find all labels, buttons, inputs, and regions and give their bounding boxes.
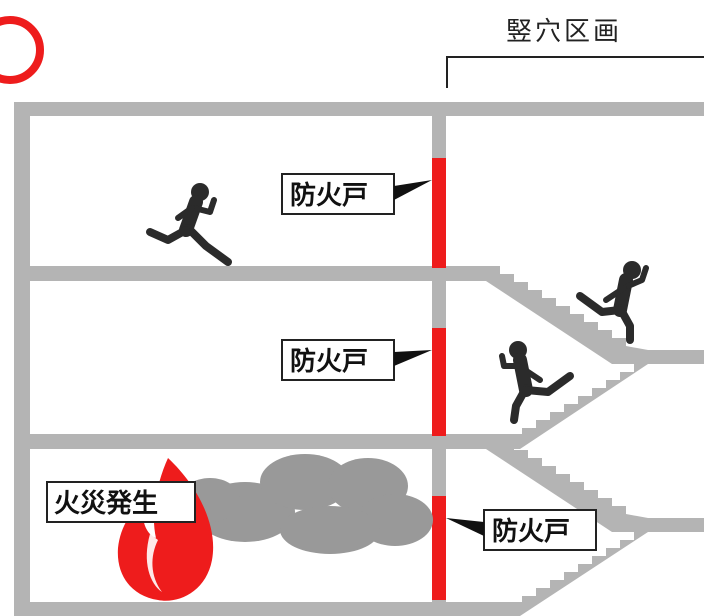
landing-1 <box>446 266 486 281</box>
shaft-wall-1 <box>432 268 446 328</box>
fire-door-upper <box>432 158 446 268</box>
fire-door-label-upper: 防火戸 <box>281 173 432 215</box>
fire-door-label-middle: 防火戸 <box>281 339 432 381</box>
staircase <box>486 266 648 616</box>
stair-flight-4 <box>486 532 648 616</box>
left-outer-wall <box>14 102 30 616</box>
stair-flight-3 <box>486 434 648 532</box>
roof-slab <box>14 102 704 116</box>
landing-2 <box>446 434 486 449</box>
person-running-icon <box>576 261 649 344</box>
compartment-bracket <box>446 56 704 88</box>
fire-door-lower <box>432 496 446 600</box>
shaft-wall-2 <box>432 436 446 496</box>
flame-icon <box>117 458 214 601</box>
ground-slab <box>14 602 434 616</box>
title-vertical-compartment: 竪穴区画 <box>506 17 622 47</box>
svg-text:防火戸: 防火戸 <box>290 181 368 211</box>
svg-text:防火戸: 防火戸 <box>492 517 570 547</box>
smoke-cloud <box>180 454 433 554</box>
floor-slab-2 <box>14 434 434 449</box>
shaft-wall-bottom <box>432 600 446 616</box>
svg-text:火災発生: 火災発生 <box>54 489 158 519</box>
floor-slab-1 <box>14 266 434 281</box>
stair-flight-2 <box>486 364 648 449</box>
fire-occurrence-label: 火災発生 <box>46 481 196 523</box>
building-structure <box>14 102 704 616</box>
fire-door-label-lower: 防火戸 <box>446 509 597 551</box>
stair-flight-1 <box>486 266 648 364</box>
stair-right-landing-2 <box>648 518 704 532</box>
person-running-icon <box>146 183 232 266</box>
fire-door-middle <box>432 328 446 436</box>
svg-text:防火戸: 防火戸 <box>290 347 368 377</box>
ok-circle-mark <box>0 16 44 84</box>
shaft-wall-top <box>432 102 446 158</box>
person-running-icon <box>499 341 574 424</box>
stair-right-landing-1 <box>648 350 704 364</box>
landing-3 <box>446 602 486 616</box>
